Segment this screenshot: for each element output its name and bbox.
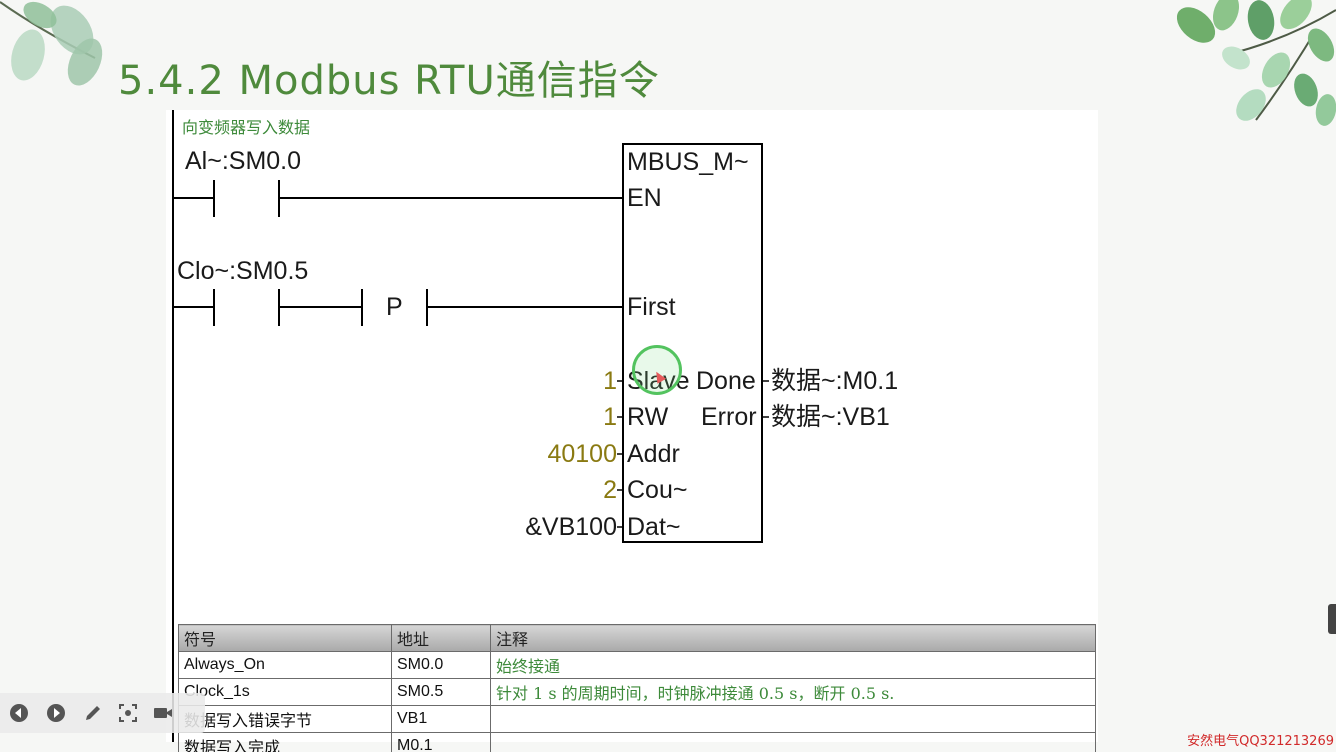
param-addr-value[interactable]: 40100 bbox=[547, 440, 617, 468]
side-panel-handle[interactable] bbox=[1328, 604, 1336, 634]
pos-edge-label: P bbox=[386, 293, 403, 321]
screenshot-icon[interactable] bbox=[118, 703, 138, 723]
slide-title: 5.4.2 Modbus RTU通信指令 bbox=[118, 58, 660, 104]
symbol-table: 符号 地址 注释 Always_On SM0.0 始终接通 Clock_1s S… bbox=[178, 624, 1096, 752]
prev-icon[interactable] bbox=[9, 703, 29, 723]
symbol-cell: Always_On bbox=[178, 651, 392, 679]
cursor-highlight bbox=[632, 345, 682, 395]
header-address: 地址 bbox=[391, 624, 491, 652]
contact2-label: Clo~:SM0.5 bbox=[177, 257, 309, 285]
next-icon[interactable] bbox=[46, 703, 66, 723]
address-cell: VB1 bbox=[391, 705, 491, 733]
symbol-cell: 数据写入错误字节 bbox=[178, 705, 392, 733]
symbol-cell: 数据写入完成 bbox=[178, 732, 392, 752]
table-row[interactable]: Always_On SM0.0 始终接通 bbox=[178, 651, 1096, 679]
pen-icon[interactable] bbox=[83, 703, 103, 723]
network-comment: 向变频器写入数据 bbox=[182, 118, 311, 137]
contact1-label: Al~:SM0.0 bbox=[185, 147, 302, 175]
param-slave-value[interactable]: 1 bbox=[603, 367, 617, 395]
symbol-cell: Clock_1s bbox=[178, 678, 392, 706]
block-input-first: First bbox=[627, 293, 676, 321]
param-data-value[interactable]: &VB100 bbox=[525, 513, 617, 541]
comment-cell: 始终接通 bbox=[490, 651, 1096, 679]
camera-icon[interactable] bbox=[153, 703, 173, 723]
comment-cell bbox=[490, 732, 1096, 752]
table-row[interactable]: 数据写入错误字节 VB1 bbox=[178, 705, 1096, 733]
symbol-table-header: 符号 地址 注释 bbox=[178, 624, 1096, 652]
param-rw-value[interactable]: 1 bbox=[603, 403, 617, 431]
block-input-rw: RW bbox=[627, 403, 669, 431]
leaves-top-right-decoration bbox=[1176, 0, 1336, 126]
table-row[interactable]: Clock_1s SM0.5 针对 1 s 的周期时间，时钟脉冲接通 0.5 s… bbox=[178, 678, 1096, 706]
comment-cell bbox=[490, 705, 1096, 733]
leaves-top-left-decoration bbox=[0, 1, 103, 86]
block-output-error: Error bbox=[701, 403, 757, 431]
header-comment: 注释 bbox=[490, 624, 1096, 652]
block-input-count: Cou~ bbox=[627, 476, 688, 504]
comment-cell: 针对 1 s 的周期时间，时钟脉冲接通 0.5 s，断开 0.5 s. bbox=[490, 678, 1096, 706]
block-input-en: EN bbox=[627, 184, 662, 212]
block-output-done: Done bbox=[696, 367, 756, 395]
watermark: 安然电气QQ321213269 bbox=[1187, 734, 1334, 749]
address-cell: SM0.5 bbox=[391, 678, 491, 706]
block-name: MBUS_M~ bbox=[627, 148, 749, 176]
address-cell: M0.1 bbox=[391, 732, 491, 752]
param-done-value[interactable]: 数据~:M0.1 bbox=[771, 367, 899, 395]
address-cell: SM0.0 bbox=[391, 651, 491, 679]
param-error-value[interactable]: 数据~:VB1 bbox=[771, 403, 890, 431]
block-input-addr: Addr bbox=[627, 440, 680, 468]
mbus-block-outline bbox=[622, 143, 763, 543]
header-symbol: 符号 bbox=[178, 624, 392, 652]
table-row[interactable]: 数据写入完成 M0.1 bbox=[178, 732, 1096, 752]
block-input-data: Dat~ bbox=[627, 513, 681, 541]
param-count-value[interactable]: 2 bbox=[603, 476, 617, 504]
